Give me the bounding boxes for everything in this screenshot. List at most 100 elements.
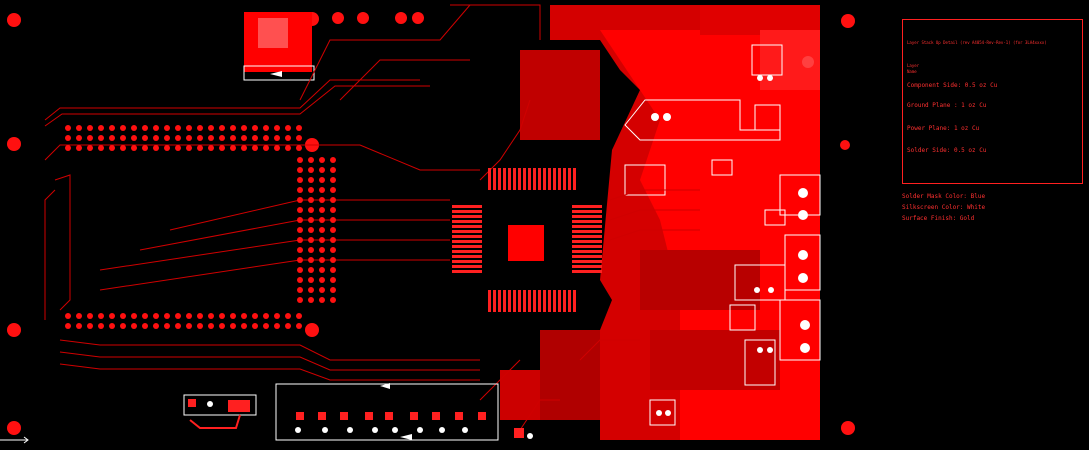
via [308,267,314,273]
module-bottom-left [183,394,257,429]
via [252,313,258,319]
via [109,135,115,141]
module-top-left [243,12,315,81]
silkscreen-color: Silkscreen Color: White [902,204,986,211]
via [308,277,314,283]
via [274,135,280,141]
via [319,157,325,163]
via [308,217,314,223]
via [120,323,126,329]
via [241,135,247,141]
via [330,237,336,243]
via [319,187,325,193]
via [142,313,148,319]
ic-pad [508,168,511,190]
via [186,313,192,319]
via [142,145,148,151]
via [330,167,336,173]
ic-pad [452,220,482,223]
via [319,297,325,303]
via [109,313,115,319]
via [87,145,93,151]
via [131,323,137,329]
ic-pad [572,210,602,213]
via [164,145,170,151]
via [219,323,225,329]
via [330,177,336,183]
ic-pad [513,290,516,312]
via [76,135,82,141]
via [65,145,71,151]
ic-pad [548,290,551,312]
via [65,323,71,329]
via [297,267,303,273]
via [297,207,303,213]
ic-pad [452,210,482,213]
via [76,313,82,319]
ic-pad [518,168,521,190]
via [241,145,247,151]
ic-pad [573,168,576,190]
name-label: Name [907,69,917,74]
via [120,313,126,319]
via [76,145,82,151]
power-copper-pour [500,5,820,440]
via [208,323,214,329]
via [319,267,325,273]
ic-pad [498,168,501,190]
via [241,125,247,131]
via [120,135,126,141]
via [98,125,104,131]
ic-pad [572,235,602,238]
via [175,323,181,329]
ic-pad [493,168,496,190]
via [153,145,159,151]
via [330,297,336,303]
ic-pad [452,235,482,238]
via [186,323,192,329]
ic-pad [503,168,506,190]
via [230,323,236,329]
via [164,313,170,319]
via [175,135,181,141]
via [142,323,148,329]
via [120,145,126,151]
ic-pad [572,240,602,243]
ic-pad [568,168,571,190]
via [164,125,170,131]
via [297,297,303,303]
via [296,135,302,141]
ic-pad [523,168,526,190]
via [330,227,336,233]
ic-pad [528,168,531,190]
origin-marker [0,436,29,444]
ic-pad [452,205,482,208]
via [319,167,325,173]
via [230,125,236,131]
via [109,323,115,329]
ic-pad [493,290,496,312]
via [87,135,93,141]
ic-pad [488,168,491,190]
via [308,297,314,303]
via [274,145,280,151]
via [98,135,104,141]
via [241,323,247,329]
ic-pad [548,168,551,190]
via [142,125,148,131]
connector-via-grid [65,125,336,329]
via [330,287,336,293]
via [98,145,104,151]
via [296,313,302,319]
via [330,257,336,263]
module-bottom-center [275,383,533,441]
via [319,257,325,263]
ic-pad [452,215,482,218]
via [274,323,280,329]
via [252,145,258,151]
central-ic [452,168,602,312]
via [319,277,325,283]
ic-pad [543,290,546,312]
via [252,323,258,329]
via [153,125,159,131]
